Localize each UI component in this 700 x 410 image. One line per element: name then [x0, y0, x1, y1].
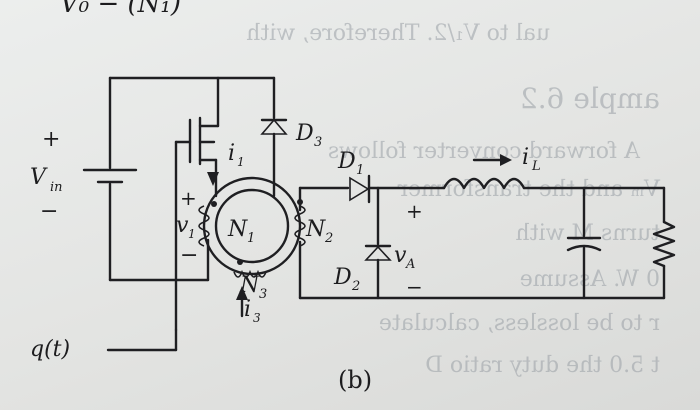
svg-text:t 5.0 the duty ratio D: t 5.0 the duty ratio D	[425, 353, 660, 378]
figure-caption: (b)	[338, 366, 372, 394]
svg-text:3: 3	[253, 311, 261, 325]
bleed-through-text: ual to V₁/2. Therefore, with ample 6.2 A…	[246, 21, 661, 378]
svg-text:1: 1	[247, 231, 255, 246]
i3-arrow-icon	[236, 286, 248, 300]
svg-text:turns M with: turns M with	[516, 221, 660, 246]
svg-text:V₀ − (N₁): V₀ − (N₁)	[60, 0, 181, 19]
vin-plus: +	[42, 127, 60, 152]
svg-text:r to be lossless, calculate: r to be lossless, calculate	[379, 311, 660, 336]
vin-minus: −	[40, 199, 58, 224]
output-capacitor	[566, 186, 602, 300]
svg-text:2: 2	[351, 279, 360, 294]
svg-text:D: D	[295, 121, 314, 146]
gate-signal-label: q(t)	[30, 337, 70, 362]
svg-text:1: 1	[237, 155, 245, 169]
svg-text:i: i	[244, 297, 251, 322]
svg-text:N: N	[305, 217, 326, 242]
svg-text:i: i	[228, 141, 235, 166]
transformer-core: N 1 N 2 N 3	[198, 176, 333, 302]
svg-text:A: A	[405, 257, 415, 272]
svg-text:1: 1	[356, 163, 364, 178]
i1-arrow-icon	[207, 172, 219, 186]
svg-text:L: L	[531, 159, 541, 174]
diode-d2: D 2	[333, 186, 392, 300]
load-resistor	[652, 186, 676, 300]
input-source: + V in −	[30, 76, 138, 282]
svg-text:D: D	[333, 265, 352, 290]
svg-text:ual to V₁/2. Therefore, with: ual to V₁/2. Therefore, with	[246, 21, 550, 46]
winding-n1	[198, 205, 210, 247]
winding-n2	[294, 205, 306, 247]
svg-text:i: i	[522, 145, 529, 170]
il-arrow-icon	[500, 154, 512, 166]
diode-d1: D 1	[337, 149, 446, 204]
diode-d3: D 3	[260, 76, 322, 198]
vin-label: V	[30, 165, 48, 190]
svg-text:+: +	[406, 199, 423, 223]
winding-n3	[233, 269, 267, 278]
svg-text:Vᵢₙ and the transformer: Vᵢₙ and the transformer	[397, 177, 661, 202]
svg-text:v: v	[176, 213, 189, 238]
top-equation-fragment: V₀ − (N₁)	[60, 0, 181, 19]
svg-text:3: 3	[259, 287, 267, 302]
mosfet-switch	[174, 76, 220, 332]
svg-text:0 W. Assume: 0 W. Assume	[520, 267, 660, 292]
svg-text:D: D	[337, 149, 356, 174]
svg-text:v: v	[394, 243, 407, 268]
svg-text:−: −	[180, 243, 198, 268]
svg-text:3: 3	[314, 135, 322, 150]
svg-text:−: −	[406, 275, 423, 299]
svg-text:N: N	[227, 217, 248, 242]
svg-text:+: +	[180, 186, 197, 210]
inductor: i L	[442, 145, 666, 190]
svg-text:1: 1	[188, 227, 196, 241]
svg-text:2: 2	[324, 231, 333, 246]
vin-subscript: in	[50, 180, 63, 195]
svg-text:ample 6.2: ample 6.2	[520, 82, 660, 115]
